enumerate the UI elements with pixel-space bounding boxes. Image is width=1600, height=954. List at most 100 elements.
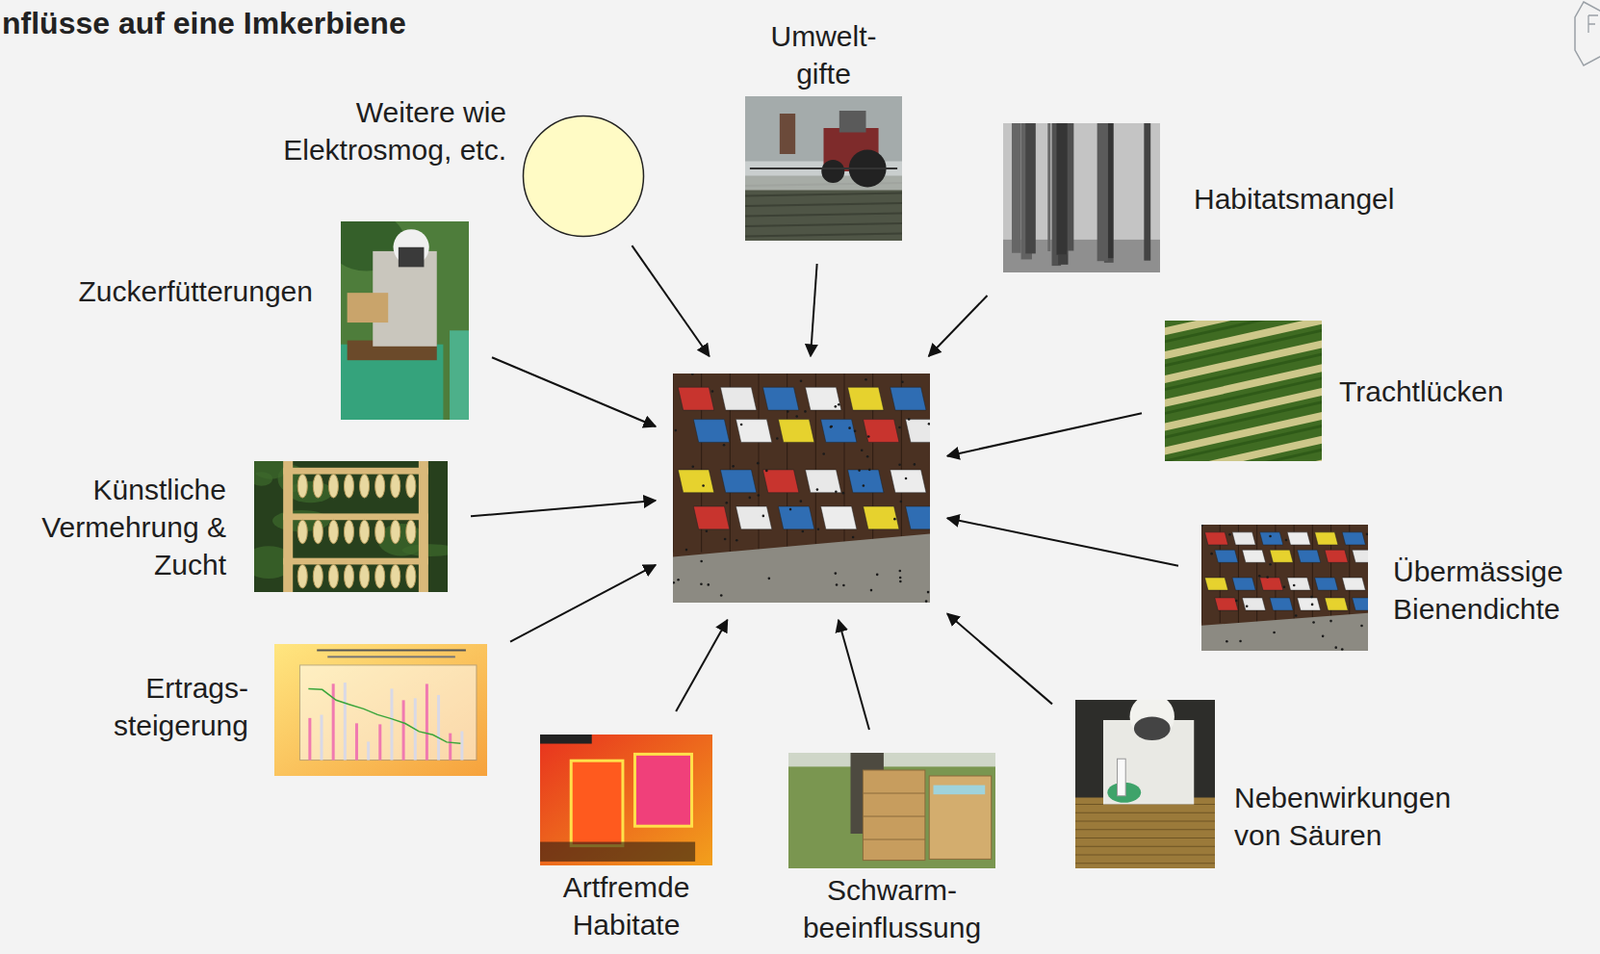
- photo-detail: [634, 753, 692, 826]
- photo-detail: [360, 474, 370, 498]
- photo-detail: [720, 387, 756, 411]
- photo-detail: [449, 330, 469, 420]
- photo-detail: [1164, 460, 1322, 462]
- photo: [672, 373, 930, 603]
- photo-detail: [775, 437, 779, 440]
- photo-detail: [901, 381, 904, 385]
- photo: [745, 96, 903, 241]
- photo-detail: [1164, 448, 1322, 462]
- photo-detail: [297, 474, 308, 498]
- photo-detail: [1225, 640, 1229, 644]
- photo-node: Habitatsmangel: [1003, 123, 1161, 273]
- photo-detail: [1210, 552, 1213, 556]
- photo-detail: [1269, 597, 1293, 611]
- photo-detail: [1296, 549, 1320, 563]
- photo-detail: [756, 493, 760, 497]
- photo-detail: [437, 695, 440, 761]
- photo-detail: [1143, 123, 1151, 261]
- photo-detail: [699, 560, 703, 564]
- photo-detail: [745, 213, 903, 217]
- photo-detail: [1232, 577, 1256, 591]
- photo-node: Artfremde Habitate: [540, 734, 713, 866]
- photo-detail: [867, 435, 871, 439]
- photo-detail: [848, 426, 852, 430]
- photo-detail: [795, 414, 799, 418]
- photo: [340, 221, 469, 420]
- photo: [788, 752, 996, 869]
- photo-detail: [1360, 624, 1364, 628]
- photo-detail: [748, 496, 751, 500]
- photo-detail: [779, 113, 796, 155]
- photo-detail: [389, 688, 393, 760]
- photo-detail: [676, 578, 680, 582]
- photo-detail: [360, 519, 370, 543]
- photo-detail: [1075, 828, 1215, 830]
- node-label: Weitere wie Elektrosmog, etc.: [254, 93, 507, 169]
- photo: [254, 461, 448, 593]
- photo-detail: [328, 474, 338, 498]
- photo-detail: [673, 429, 677, 433]
- photo-detail: [1075, 846, 1215, 848]
- photo-detail: [929, 775, 991, 859]
- photo-node: Übermässige Bienendichte: [1201, 524, 1368, 651]
- photo-detail: [868, 468, 872, 472]
- photo-detail: [817, 527, 821, 531]
- photo-detail: [1265, 575, 1269, 579]
- photo-detail: [1214, 549, 1239, 563]
- photo-detail: [1201, 524, 1368, 651]
- photo-detail: [723, 538, 727, 542]
- photo-detail: [1272, 631, 1276, 635]
- photo-detail: [570, 760, 623, 846]
- photo-node: Zuckerfütterungen: [340, 221, 469, 420]
- photo-detail: [312, 519, 323, 543]
- photo-detail: [1260, 532, 1284, 545]
- photo-detail: [283, 467, 429, 475]
- photo: [1164, 320, 1322, 462]
- photo-detail: [905, 419, 930, 443]
- photo-detail: [1075, 798, 1215, 870]
- photo-detail: [297, 519, 308, 543]
- node-label: Trachtlücken: [1339, 372, 1504, 411]
- photo-detail: [829, 425, 833, 429]
- photo-detail: [705, 529, 709, 533]
- photo-detail: [274, 644, 488, 776]
- photo-detail: [731, 464, 735, 468]
- photo-detail: [735, 419, 772, 443]
- node-label: Schwarm- beeinflussung: [793, 871, 991, 947]
- photo-detail: [893, 517, 897, 521]
- photo-detail: [1341, 532, 1366, 545]
- photo-detail: [876, 573, 879, 577]
- photo-detail: [786, 410, 790, 413]
- photo-detail: [418, 461, 429, 593]
- photo-detail: [740, 423, 744, 427]
- photo-detail: [1075, 821, 1215, 823]
- photo-detail: [745, 193, 903, 197]
- influence-arrow: [470, 500, 656, 517]
- photo-detail: [1287, 577, 1311, 591]
- photo-detail: [834, 571, 838, 575]
- photo-detail: [720, 593, 723, 597]
- photo-detail: [693, 506, 729, 530]
- photo-detail: [672, 373, 674, 553]
- photo-detail: [803, 410, 807, 413]
- photo-detail: [297, 564, 308, 588]
- photo-detail: [805, 469, 842, 493]
- photo-detail: [1245, 604, 1249, 608]
- photo-detail: [905, 506, 930, 530]
- photo-detail: [863, 506, 900, 530]
- photo-detail: [789, 508, 793, 512]
- photo-node: Ertrags- steigerung: [274, 644, 488, 776]
- photo-detail: [1117, 758, 1127, 797]
- photo-detail: [1283, 586, 1287, 590]
- photo-detail: [898, 426, 902, 430]
- photo-detail: [800, 379, 803, 383]
- photo-detail: [842, 491, 846, 495]
- photo-detail: [316, 648, 466, 651]
- photo-detail: [925, 599, 929, 603]
- photo-detail: [1352, 549, 1368, 563]
- photo-detail: [398, 247, 425, 268]
- photo-detail: [848, 469, 884, 493]
- influence-arrow: [929, 295, 988, 357]
- photo-node: Trachtlücken: [1164, 320, 1322, 462]
